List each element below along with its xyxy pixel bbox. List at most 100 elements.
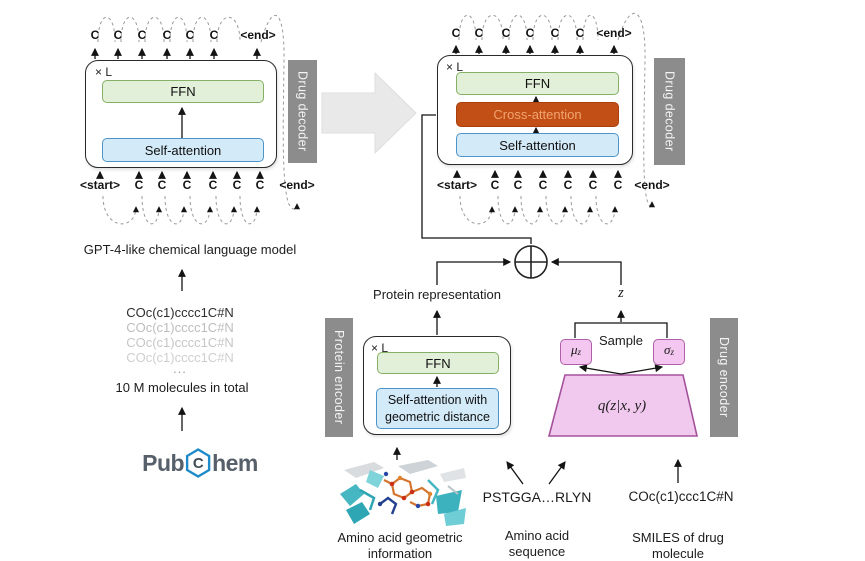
token: C xyxy=(588,178,598,192)
sigma-label: σ xyxy=(664,342,671,357)
dataset-caption: 10 M molecules in total xyxy=(115,380,249,395)
right-decoder-top-arcs xyxy=(458,12,656,208)
protein-ffn-label: FFN xyxy=(425,355,451,371)
left-decoder-top-arcs xyxy=(97,14,301,210)
pubchem-suffix: hem xyxy=(212,449,258,476)
protein-self-attention-box: Self-attention with geometric distance xyxy=(376,388,499,429)
pubchem-hex-letter: C xyxy=(192,454,204,472)
protein-layer-count-label: × L xyxy=(371,341,389,355)
token: <end> xyxy=(240,28,276,42)
smiles-example: COc(c1)cccc1C#N xyxy=(126,335,234,350)
smiles-caption-line1: SMILES of drug xyxy=(632,530,724,545)
right-self-attention-label: Self-attention xyxy=(499,137,576,153)
protein-ffn-box: FFN xyxy=(377,352,499,374)
token: <start> xyxy=(79,178,121,192)
right-ffn-box: FFN xyxy=(456,72,619,95)
token: C xyxy=(563,178,573,192)
drug-encoder-bar: Drug encoder xyxy=(710,318,738,437)
posterior-trapezoid xyxy=(547,374,699,437)
token: C xyxy=(451,26,461,40)
token: C xyxy=(501,26,511,40)
token: C xyxy=(550,26,560,40)
left-decoder-bottom-arcs xyxy=(102,195,261,225)
token: C xyxy=(113,28,123,42)
token: C xyxy=(513,178,523,192)
sample-label: Sample xyxy=(598,333,644,348)
pubchem-prefix: Pub xyxy=(142,449,185,476)
transition-arrow-icon xyxy=(321,71,417,155)
mu-label: μ xyxy=(570,342,578,357)
token: <end> xyxy=(279,178,315,192)
token: C xyxy=(474,26,484,40)
geometric-caption-line2: information xyxy=(367,546,433,561)
token: <end> xyxy=(596,26,632,40)
sequence-arrows xyxy=(506,461,566,485)
protein-structure-image xyxy=(340,460,468,528)
right-decoder-arrows xyxy=(452,44,622,178)
token: C xyxy=(208,178,218,192)
latent-z-label: z xyxy=(618,285,624,301)
fusion-plus-icon xyxy=(514,245,548,279)
sigma-subscript: z xyxy=(670,347,674,357)
token: C xyxy=(255,178,265,192)
left-layer-count-label: × L xyxy=(95,65,113,79)
left-ffn-box: FFN xyxy=(102,80,264,103)
token: C xyxy=(157,178,167,192)
left-drug-decoder-bar: Drug decoder xyxy=(288,60,317,163)
token: C xyxy=(90,28,100,42)
token: C xyxy=(137,28,147,42)
ellipsis: ... xyxy=(173,361,187,376)
token: <start> xyxy=(436,178,478,192)
token: C xyxy=(613,178,623,192)
drug-encoder-connectors xyxy=(574,309,682,483)
drug-smiles-value: COc(c1)ccc1C#N xyxy=(628,489,734,504)
smiles-example: COc(c1)cccc1C#N xyxy=(126,305,234,320)
protein-encoder-bar: Protein encoder xyxy=(325,318,353,437)
mu-subscript: z xyxy=(577,347,582,357)
right-ffn-label: FFN xyxy=(524,76,551,91)
fusion-connectors xyxy=(421,114,622,285)
token: C xyxy=(575,26,585,40)
smiles-example: COc(c1)cccc1C#N xyxy=(126,320,234,335)
sequence-caption-line2: sequence xyxy=(508,544,566,559)
token: C xyxy=(185,28,195,42)
sequence-caption-line1: Amino acid xyxy=(504,528,570,543)
protein-encoder-bar-label: Protein encoder xyxy=(332,330,346,425)
smiles-example: COc(c1)cccc1C#N xyxy=(126,350,234,365)
drug-encoder-bar-label: Drug encoder xyxy=(717,337,731,418)
right-drug-decoder-bar-label: Drug decoder xyxy=(662,71,677,152)
posterior-label: q(z|x, y) xyxy=(597,398,647,414)
left-decoder-arrows xyxy=(91,47,264,179)
protein-encoder-arrows xyxy=(393,309,441,461)
token: C xyxy=(182,178,192,192)
token: C xyxy=(525,26,535,40)
left-drug-decoder-bar-label: Drug decoder xyxy=(295,71,310,152)
right-cross-attention-label: Cross-attention xyxy=(493,107,582,122)
token: <end> xyxy=(634,178,670,192)
left-ffn-label: FFN xyxy=(170,84,196,99)
token: C xyxy=(490,178,500,192)
left-self-attention-box: Self-attention xyxy=(102,138,264,162)
model-caption: GPT-4-like chemical language model xyxy=(83,242,297,257)
pubchem-hexagon-icon: C xyxy=(185,448,211,478)
token: C xyxy=(134,178,144,192)
protein-self-attention-label: Self-attention with geometric distance xyxy=(385,393,490,424)
amino-sequence-value: PSTGGA…RLYN xyxy=(482,489,592,505)
token: C xyxy=(209,28,219,42)
geometric-caption-line1: Amino acid geometric xyxy=(337,530,463,545)
right-layer-count-label: × L xyxy=(446,60,464,74)
smiles-caption-line2: molecule xyxy=(651,546,705,561)
left-self-attention-label: Self-attention xyxy=(144,142,222,158)
right-self-attention-box: Self-attention xyxy=(456,133,619,157)
pubchem-logo: Pub C hem xyxy=(142,448,258,478)
protein-representation-label: Protein representation xyxy=(373,287,501,302)
right-drug-decoder-bar: Drug decoder xyxy=(654,58,685,165)
token: C xyxy=(538,178,548,192)
right-decoder-bottom-arcs xyxy=(459,195,619,225)
token: C xyxy=(232,178,242,192)
right-cross-attention-box: Cross-attention xyxy=(456,102,619,127)
